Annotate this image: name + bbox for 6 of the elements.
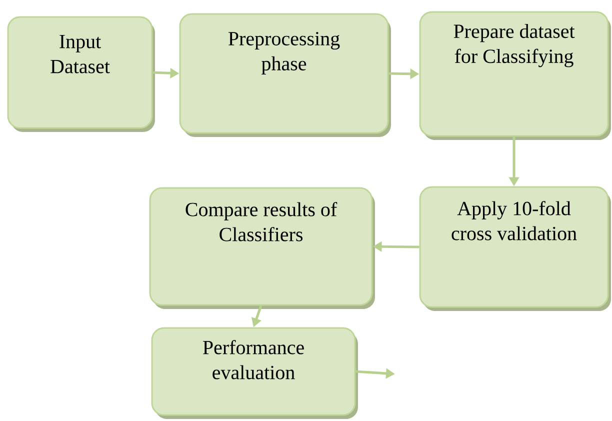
process-box: Apply 10-fold cross validation bbox=[419, 186, 612, 311]
process-box: Preprocessing phase bbox=[179, 13, 391, 137]
process-box: Input Dataset bbox=[7, 16, 155, 132]
process-box: Performance evaluation bbox=[151, 327, 358, 419]
process-box: Prepare dataset for Classifying bbox=[419, 11, 612, 140]
process-box: Compare results of Classifiers bbox=[149, 187, 375, 309]
